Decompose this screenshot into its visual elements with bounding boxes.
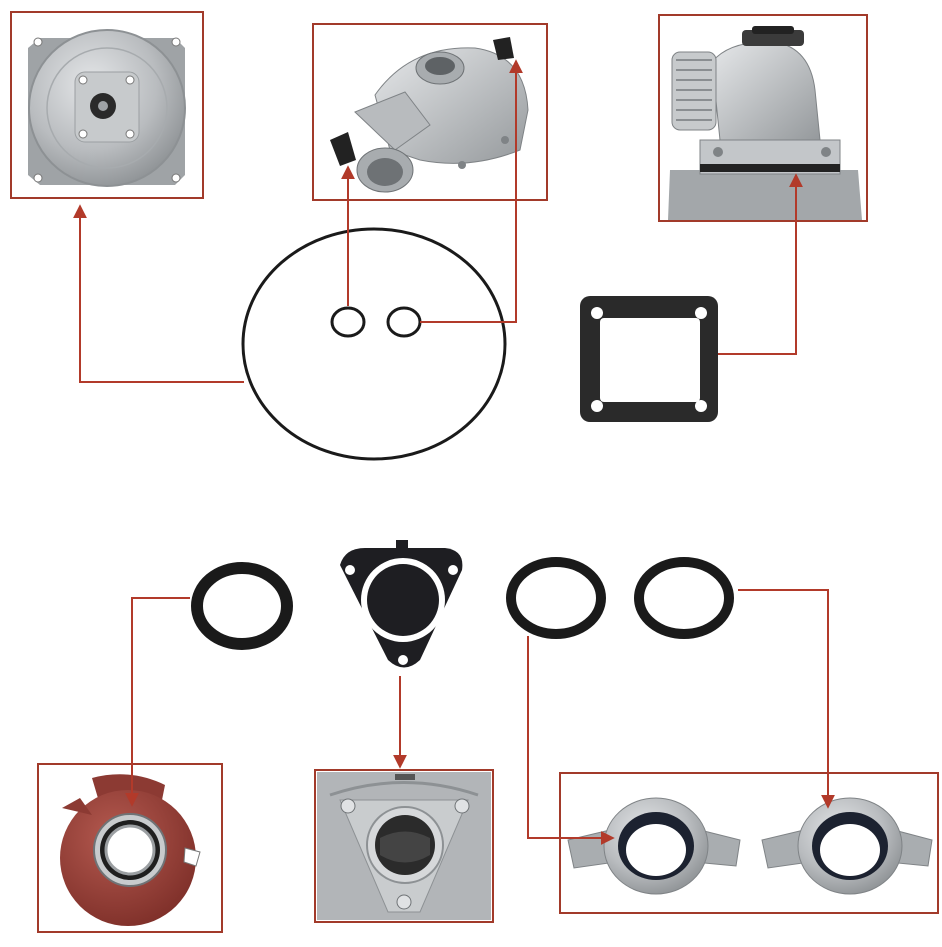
outlet-elbow-icon xyxy=(668,26,862,220)
arrow-small-o-ring-to-housing-right xyxy=(420,59,523,323)
large-o-ring xyxy=(241,227,507,461)
arrow-washer-to-right-nut xyxy=(738,589,835,809)
arrow-seal-ring-to-impeller xyxy=(125,597,190,807)
arrow-gasket-to-elbow xyxy=(718,173,803,355)
outlet-elbow-photo xyxy=(658,14,868,222)
valve-seat-icon xyxy=(317,772,491,920)
rear-cover-plate-icon xyxy=(28,29,186,187)
impeller-volute-photo xyxy=(37,763,223,933)
hose-coupling-nuts-photo xyxy=(559,772,939,914)
coupling-washer-right xyxy=(634,557,734,639)
pump-rear-cover-photo xyxy=(10,11,204,199)
coupling-nut-icon xyxy=(567,797,741,895)
pump-housing-ports-photo xyxy=(312,23,548,201)
arrow-washer-to-left-nut xyxy=(527,636,615,845)
check-valve-flapper xyxy=(340,540,463,668)
impeller-icon xyxy=(60,774,201,926)
check-valve-seat-photo xyxy=(314,769,494,923)
arrow-large-o-ring-to-rear-cover xyxy=(73,204,244,383)
connector-arrows xyxy=(73,59,835,845)
square-flange-gasket xyxy=(580,296,718,422)
coupling-washer-left xyxy=(506,557,606,639)
small-o-ring-left xyxy=(330,306,366,338)
pump-housing-icon xyxy=(330,37,529,193)
coupling-nut-icon xyxy=(761,797,933,895)
mechanical-seal-o-ring xyxy=(191,562,293,650)
small-o-ring-right xyxy=(386,306,422,338)
